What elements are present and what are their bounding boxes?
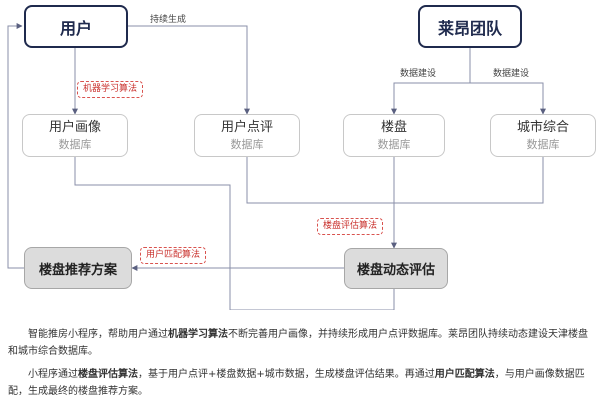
edge-user-to-review xyxy=(128,25,250,115)
caption-paragraph-2: 小程序通过楼盘评估算法，基于用户点评+楼盘数据+城市数据，生成楼盘评估结果。再通… xyxy=(0,366,600,400)
node-user-review: 用户点评 数据库 xyxy=(194,114,300,157)
caption-p2-c: ，基于用户点评+楼盘数据+城市数据，生成楼盘评估结果。再通过 xyxy=(138,369,435,380)
node-user-review-subtitle: 数据库 xyxy=(230,137,264,151)
caption-p2-e: ，与用户画像数据匹配，生成最终的楼盘推荐方案。 xyxy=(8,369,585,397)
node-team-title: 莱昂团队 xyxy=(437,18,502,38)
node-recommend-title: 楼盘推荐方案 xyxy=(38,262,117,278)
caption-p1-b: 机器学习算法 xyxy=(168,329,228,340)
algo-eval: 楼盘评估算法 xyxy=(317,218,384,235)
node-user-profile-subtitle: 数据库 xyxy=(58,137,92,151)
node-city-title: 城市综合 xyxy=(516,119,569,135)
node-evaluate: 楼盘动态评估 xyxy=(344,248,448,289)
node-property: 楼盘 数据库 xyxy=(343,114,445,157)
node-recommend: 楼盘推荐方案 xyxy=(24,247,132,289)
flow-diagram: 用户 莱昂团队 用户画像 数据库 用户点评 数据库 楼盘 数据库 城市综合 数据… xyxy=(7,5,596,310)
edge-recommend-to-user xyxy=(7,23,24,269)
node-user-review-title: 用户点评 xyxy=(220,119,273,135)
node-user: 用户 xyxy=(24,5,128,48)
node-city-subtitle: 数据库 xyxy=(526,137,560,151)
node-user-profile-title: 用户画像 xyxy=(48,119,101,135)
algo-ml: 机器学习算法 xyxy=(77,81,144,98)
edge-team-split xyxy=(391,48,471,115)
node-user-title: 用户 xyxy=(59,18,92,38)
node-evaluate-title: 楼盘动态评估 xyxy=(356,263,435,278)
edge-review-down xyxy=(246,157,544,204)
label-continuous: 持续生成 xyxy=(150,15,187,25)
label-build-right: 数据建设 xyxy=(493,69,530,79)
caption-p2-b: 楼盘评估算法 xyxy=(78,369,138,380)
algo-match: 用户匹配算法 xyxy=(140,247,207,264)
node-user-profile: 用户画像 数据库 xyxy=(22,114,128,157)
caption: 智能推房小程序，帮助用户通过机器学习算法不断完善用户画像，并持续形成用户点评数据… xyxy=(0,326,600,400)
node-property-subtitle: 数据库 xyxy=(377,137,411,151)
caption-paragraph-1: 智能推房小程序，帮助用户通过机器学习算法不断完善用户画像，并持续形成用户点评数据… xyxy=(0,326,600,360)
caption-p2-d: 用户匹配算法 xyxy=(434,369,495,380)
caption-p2-a: 小程序通过 xyxy=(28,369,78,380)
edge-team-city xyxy=(470,82,546,115)
caption-p1-c: 不断完善用户画像，并持续形成用户点评数据库。莱昂团队持续动态建设天津楼盘和城市综… xyxy=(8,329,588,357)
caption-p1-a: 智能推房小程序，帮助用户通过 xyxy=(28,329,168,340)
label-build-left: 数据建设 xyxy=(400,69,437,79)
node-team: 莱昂团队 xyxy=(418,5,522,48)
connector-layer xyxy=(7,23,546,310)
node-property-title: 楼盘 xyxy=(380,119,407,135)
edge-profile-to-bottom xyxy=(74,157,395,310)
node-city: 城市综合 数据库 xyxy=(490,114,596,157)
